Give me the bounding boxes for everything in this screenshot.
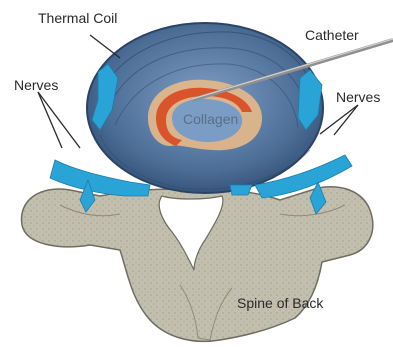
label-nerves-left: Nerves <box>14 77 58 93</box>
label-catheter: Catheter <box>305 27 359 43</box>
label-nerves-right: Nerves <box>336 89 380 105</box>
vertebra <box>22 187 373 342</box>
label-spine: Spine of Back <box>237 295 324 311</box>
nerve-lower-small <box>230 185 252 195</box>
label-collagen: Collagen <box>183 111 238 127</box>
intervertebral-disc <box>87 23 323 193</box>
label-thermal-coil: Thermal Coil <box>38 10 117 26</box>
